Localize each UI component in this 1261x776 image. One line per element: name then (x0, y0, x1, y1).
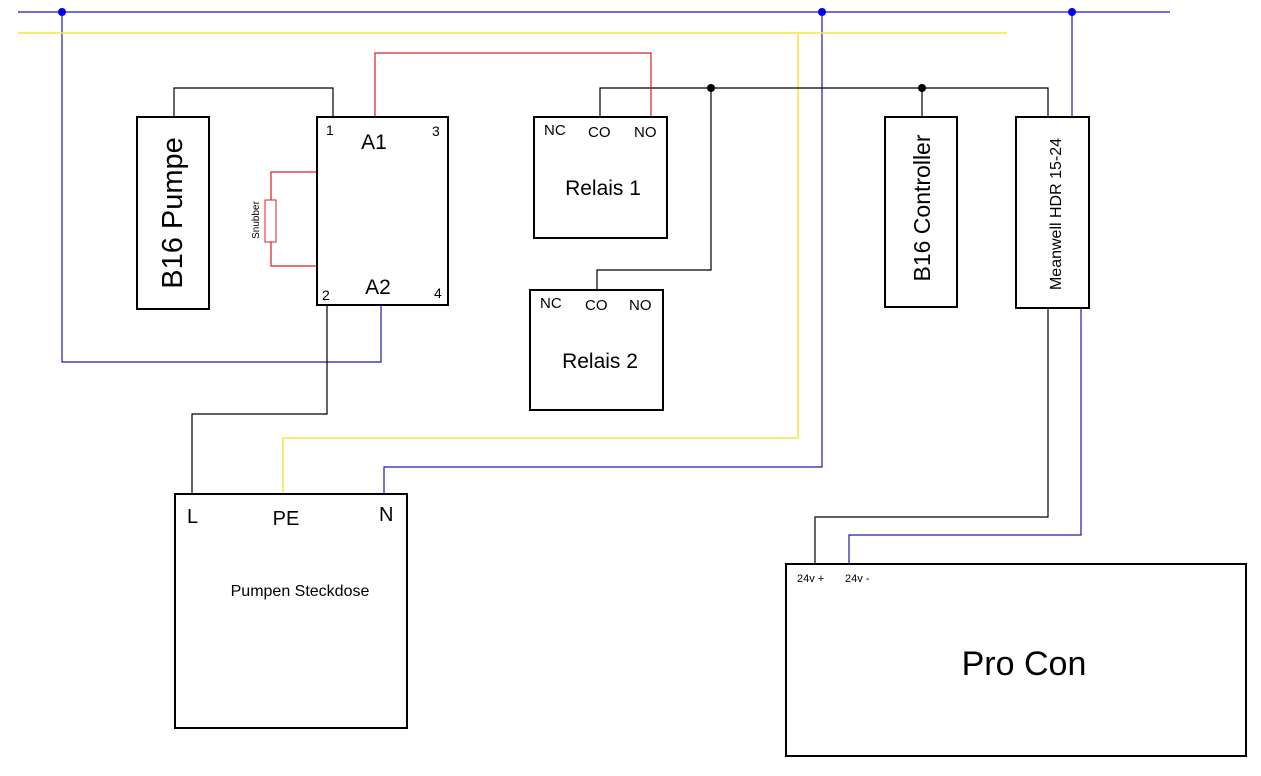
junction-dot (58, 8, 66, 16)
blue-wire-to-socket-n (383, 12, 823, 494)
snubber-symbol (264, 199, 277, 243)
relay-main-box: 1 3 A1 A2 2 4 (316, 116, 449, 306)
blue-wire-24v-minus (848, 309, 1082, 564)
junction-dot (1068, 8, 1076, 16)
wires (18, 11, 1170, 564)
junction-dot (818, 8, 826, 16)
b16-pumpe-label: B16 Pumpe (157, 137, 189, 289)
pumpen-steckdose-box: L PE N Pumpen Steckdose (174, 493, 408, 729)
junction-dot (707, 84, 715, 92)
socket-l-terminal: L (187, 506, 198, 528)
relay-pin-2: 2 (322, 287, 330, 303)
pro-con-24v-plus: 24v + (797, 573, 824, 585)
blue-wire-to-a2 (61, 12, 382, 363)
relay-coil-a1: A1 (361, 131, 387, 154)
relais-1-label: Relais 1 (565, 177, 641, 200)
pumpen-steckdose-label: Pumpen Steckdose (231, 583, 370, 600)
b16-controller-box: B16 Controller (884, 116, 958, 308)
relais-2-nc: NC (540, 295, 562, 312)
pro-con-label: Pro Con (962, 645, 1087, 683)
junction-dot (918, 84, 926, 92)
red-wire-coil-a1 (374, 52, 652, 135)
relais-1-nc: NC (544, 122, 566, 139)
relais-2-co: CO (585, 297, 608, 314)
meanwell-label: Meanwell HDR 15-24 (1048, 138, 1065, 290)
relay-pin-1: 1 (326, 122, 334, 138)
relay-coil-a2: A2 (365, 276, 391, 299)
relais-2-box: NC CO NO Relais 2 (529, 289, 664, 411)
socket-n-terminal: N (379, 504, 393, 526)
relais-1-no: NO (634, 124, 657, 141)
relais-1-box: NC CO NO Relais 1 (533, 116, 668, 239)
pro-con-24v-minus: 24v - (845, 573, 870, 585)
pro-con-box: 24v + 24v - Pro Con (785, 563, 1247, 757)
b16-pumpe-box: B16 Pumpe (136, 116, 210, 310)
b16-controller-label: B16 Controller (909, 134, 935, 281)
relais-1-co: CO (588, 124, 611, 141)
yellow-wire-to-socket-pe (282, 33, 799, 494)
black-wire-24v-plus (814, 309, 1049, 564)
socket-pe-terminal: PE (273, 508, 300, 530)
black-wire-pump-to-relay (173, 87, 334, 116)
relais-2-label: Relais 2 (562, 350, 638, 373)
relay-pin-3: 3 (432, 123, 440, 139)
relais-2-no: NO (629, 297, 652, 314)
black-wire-to-relais2-co (596, 88, 712, 289)
relay-pin-4: 4 (434, 285, 442, 301)
black-wire-relay-to-socket-l (191, 305, 328, 494)
snubber-label: Snubber (251, 200, 262, 238)
junctions (58, 8, 1076, 92)
meanwell-box: Meanwell HDR 15-24 (1015, 116, 1090, 309)
black-bus-wire (599, 87, 1049, 116)
